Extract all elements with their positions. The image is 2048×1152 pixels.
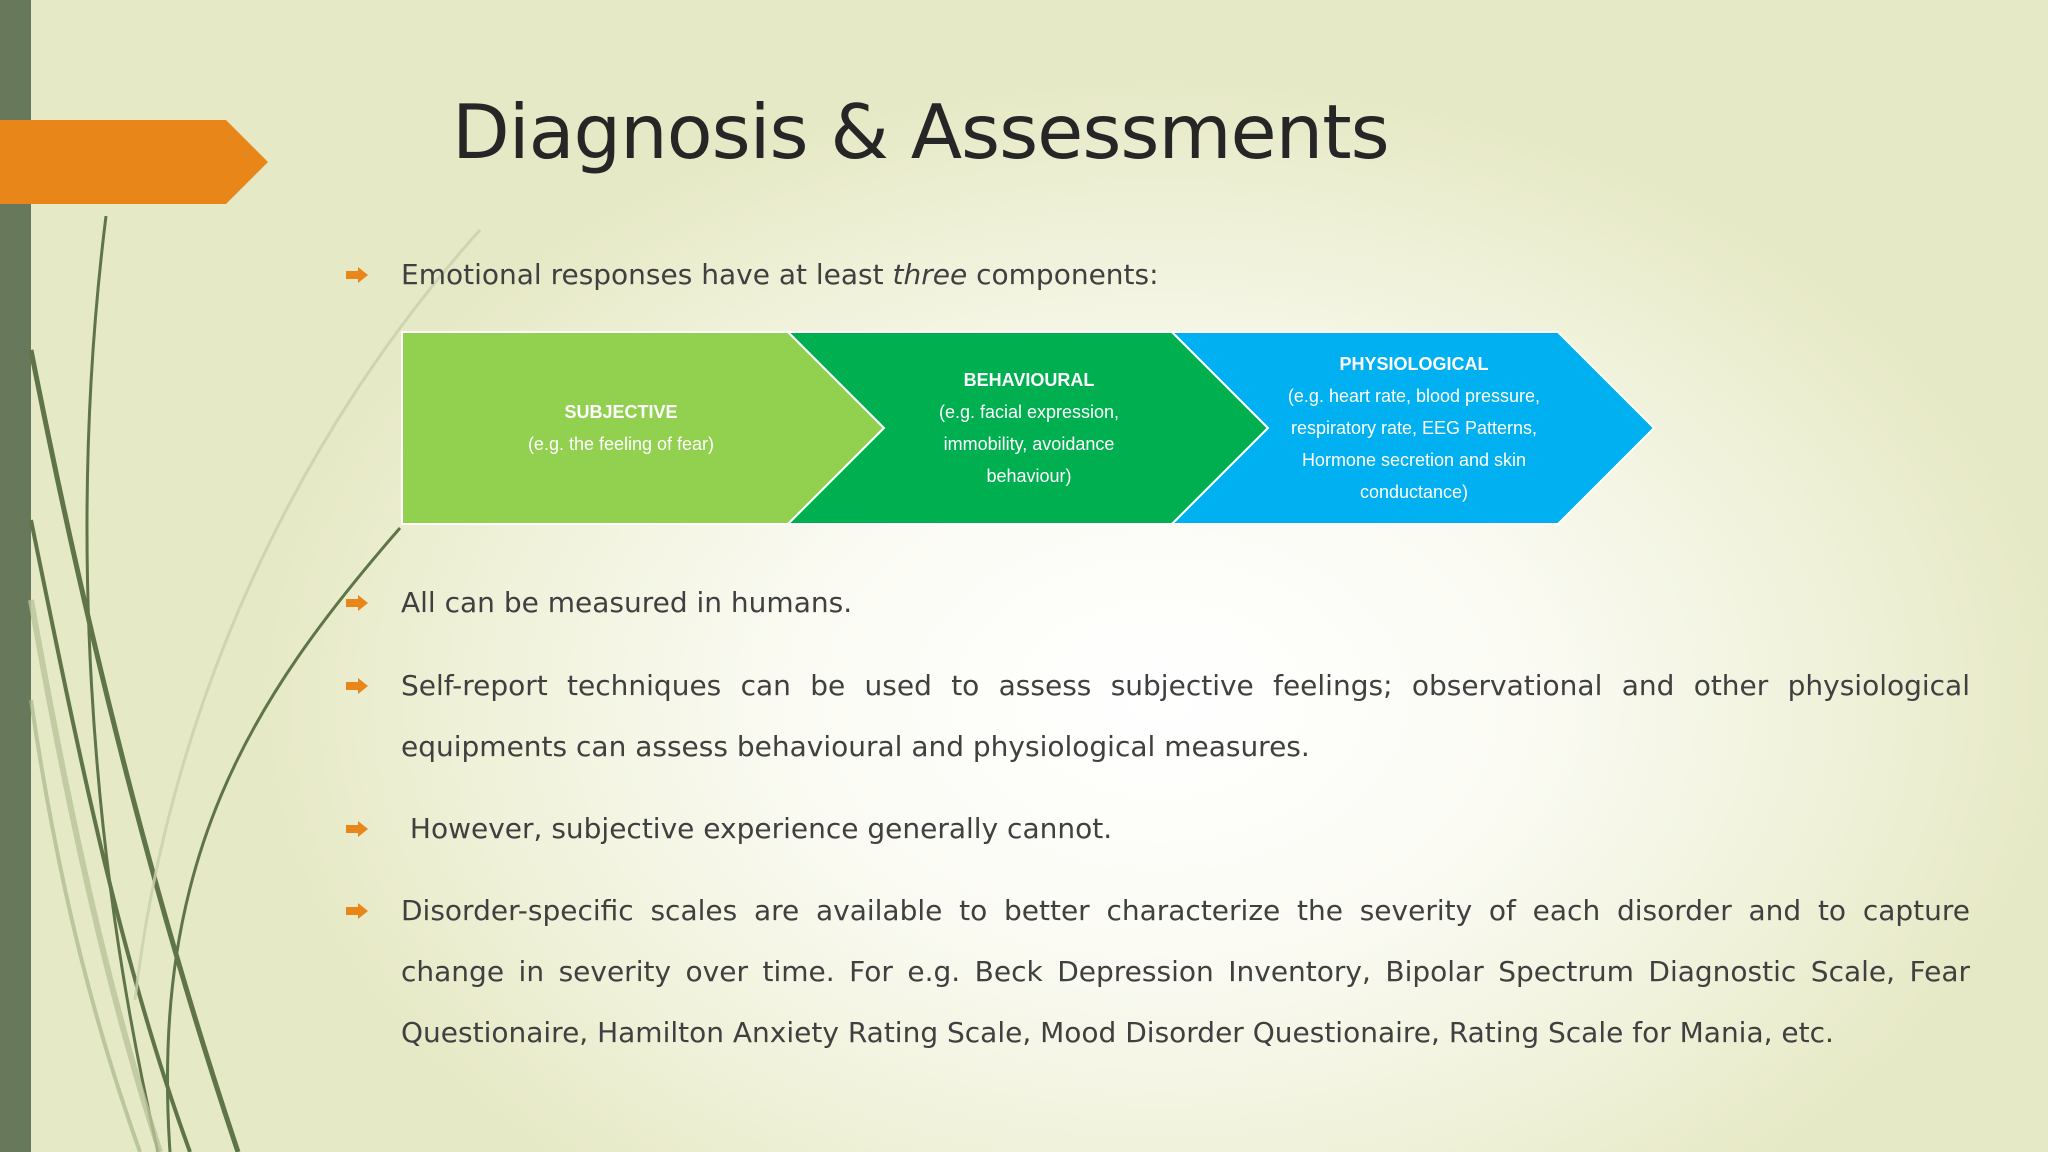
component-subjective-line: (e.g. the feeling of fear) <box>527 434 715 454</box>
component-subjective: SUBJECTIVE (e.g. the feeling of fear) <box>450 330 792 526</box>
bullet-arrow-icon <box>346 821 368 837</box>
component-behavioural-heading: BEHAVIOURAL <box>963 370 1095 390</box>
bullet-arrow-icon <box>346 678 368 694</box>
component-physiological-line: Hormone secretion and skin <box>1301 450 1527 470</box>
bullet-intro: Emotional responses have at least three … <box>401 258 1159 291</box>
bullet-item: All can be measured in humans. <box>401 586 853 619</box>
components-chevron-diagram <box>401 331 1656 525</box>
component-physiological-line: (e.g. heart rate, blood pressure, <box>1287 386 1541 406</box>
bullet-item: However, subjective experience generally… <box>401 812 1113 845</box>
bullet-arrow-icon <box>346 903 368 919</box>
component-physiological: PHYSIOLOGICAL (e.g. heart rate, blood pr… <box>1242 330 1586 526</box>
component-physiological-heading: PHYSIOLOGICAL <box>1339 354 1489 374</box>
slide-title: Diagnosis & Assessments <box>452 88 1390 176</box>
component-physiological-line: respiratory rate, EEG Patterns, <box>1290 418 1538 438</box>
component-behavioural: BEHAVIOURAL (e.g. facial expression, imm… <box>862 330 1196 526</box>
component-subjective-heading: SUBJECTIVE <box>564 402 678 422</box>
component-physiological-line: conductance) <box>1359 482 1469 502</box>
grass-decoration <box>28 215 482 1152</box>
bullet-arrow-icon <box>346 595 368 611</box>
bullet-arrow-icon <box>346 267 368 283</box>
chevron-physiological <box>1169 331 1656 525</box>
component-behavioural-line: immobility, avoidance <box>943 434 1115 454</box>
bullet-item: Self-report techniques can be used to as… <box>401 669 1970 763</box>
orange-title-tab <box>0 120 268 204</box>
component-behavioural-line: behaviour) <box>986 466 1072 486</box>
component-behavioural-line: (e.g. facial expression, <box>938 402 1120 422</box>
bullet-item: Disorder-specific scales are available t… <box>401 894 1970 1049</box>
